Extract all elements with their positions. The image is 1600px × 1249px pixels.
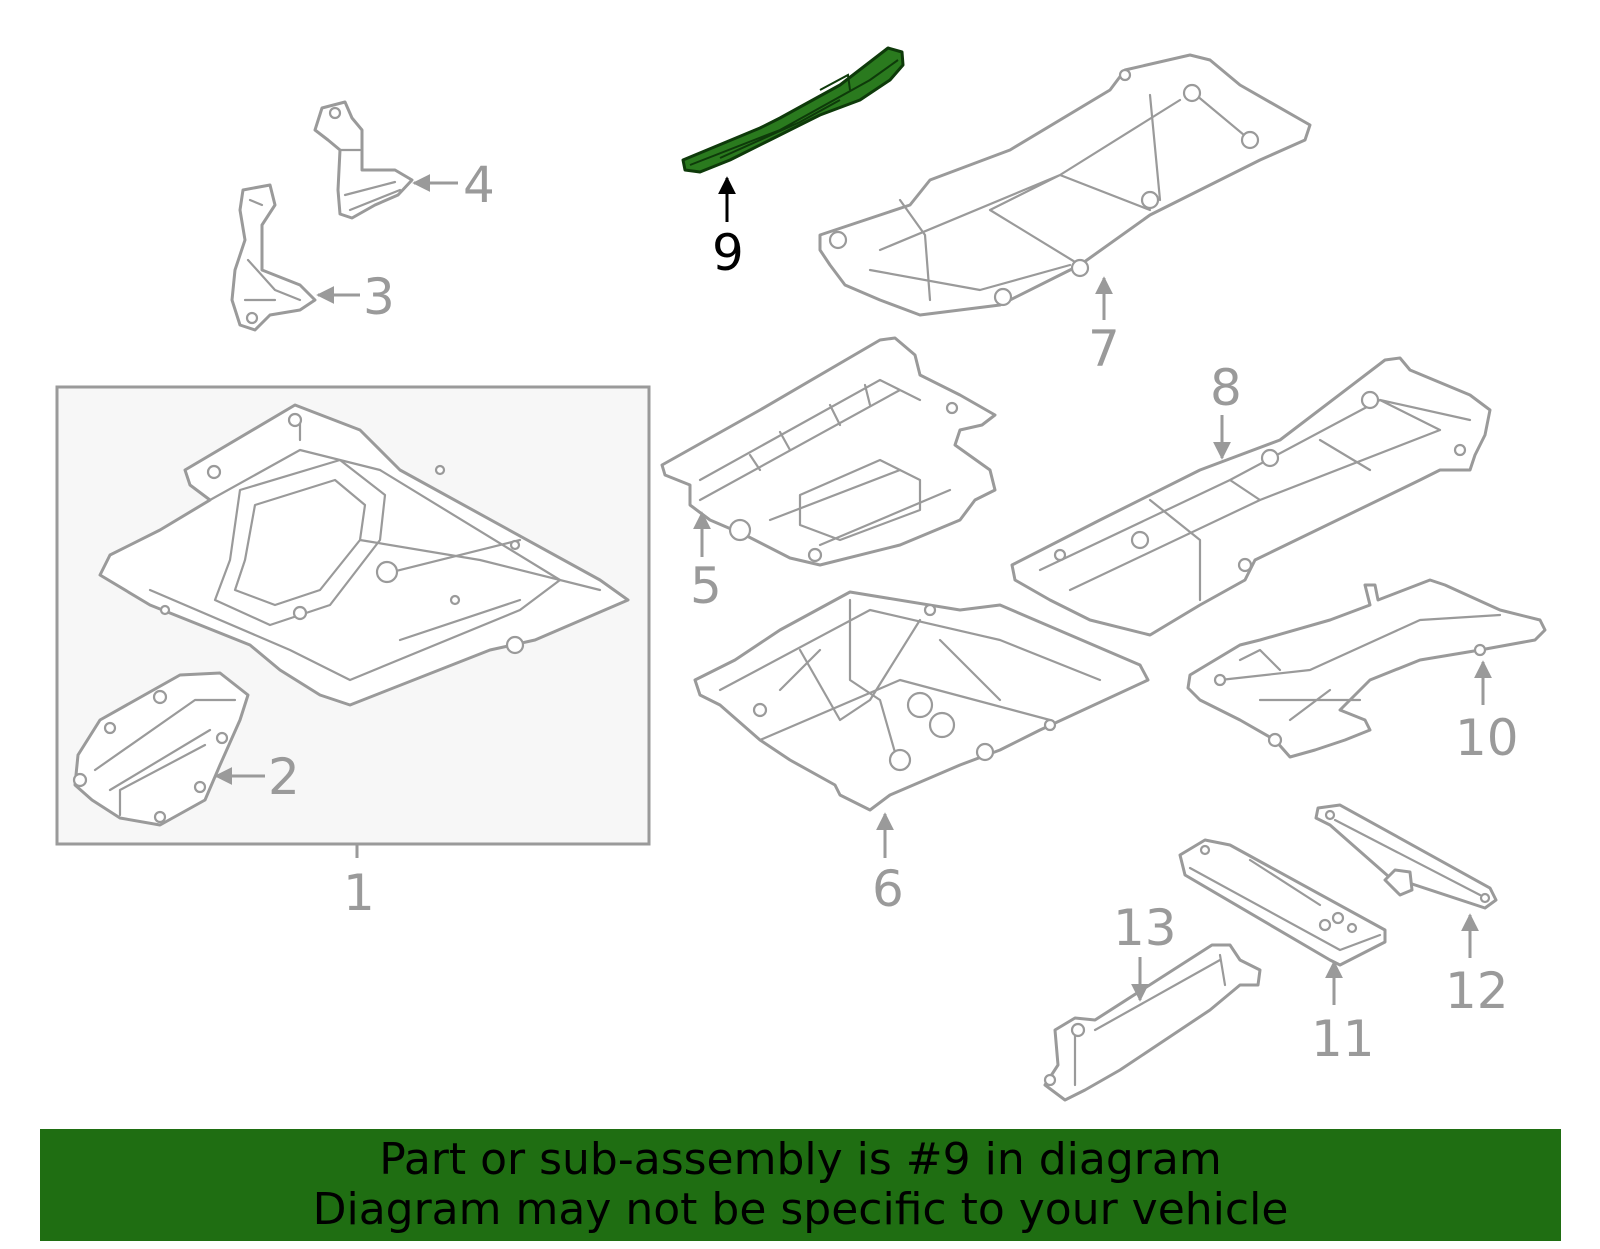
callout-6: 6: [872, 860, 904, 918]
part-11-reinforcement[interactable]: [1178, 838, 1387, 967]
callout-5: 5: [690, 557, 722, 615]
callout-8: 8: [1210, 359, 1242, 417]
banner-line-2: Diagram may not be specific to your vehi…: [312, 1184, 1289, 1235]
part-9-highlighted-rail[interactable]: [681, 46, 905, 174]
part-3-bracket[interactable]: [230, 183, 317, 332]
part-7-rear-shield[interactable]: [818, 53, 1312, 317]
part-4-bracket[interactable]: [313, 100, 414, 220]
callout-4: 4: [463, 156, 495, 214]
callout-7: 7: [1088, 320, 1120, 378]
part-2-front-shield[interactable]: [72, 671, 250, 827]
callout-10: 10: [1455, 709, 1519, 767]
banner-line-1: Part or sub-assembly is #9 in diagram: [379, 1134, 1222, 1185]
part-10-rear-cover[interactable]: [1186, 578, 1547, 759]
callout-2: 2: [268, 748, 300, 806]
part-6-rear-middle-shield[interactable]: [693, 590, 1150, 812]
callout-11: 11: [1311, 1010, 1375, 1068]
part-12-bracket[interactable]: [1314, 803, 1498, 910]
callout-3: 3: [363, 268, 395, 326]
callout-9: 9: [712, 224, 744, 282]
info-banner: Part or sub-assembly is #9 in diagram Di…: [40, 1129, 1561, 1241]
callout-13: 13: [1113, 899, 1177, 957]
part-8-side-shield[interactable]: [1010, 356, 1492, 637]
part-13-side-bracket[interactable]: [1043, 943, 1262, 1102]
part-5-middle-shield[interactable]: [660, 336, 997, 567]
part-1-underbody-shield[interactable]: [98, 403, 630, 707]
callout-1: 1: [343, 864, 375, 922]
callout-12: 12: [1445, 962, 1509, 1020]
